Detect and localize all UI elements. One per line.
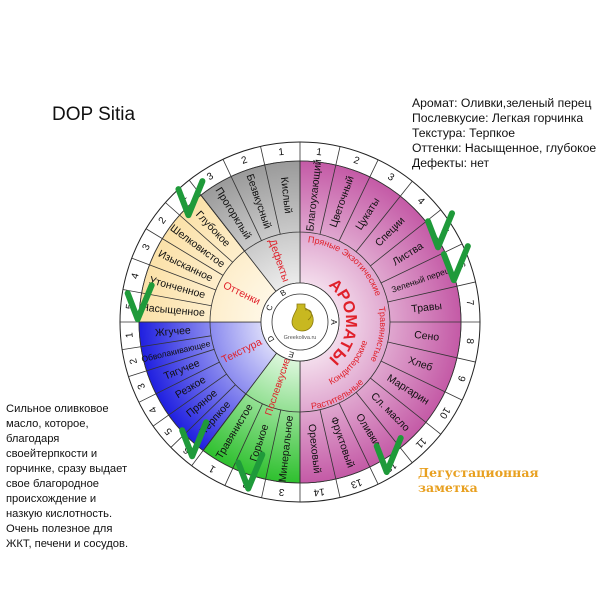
item-number: 8 (464, 338, 476, 345)
divider (338, 159, 379, 242)
note-shades: Оттенки: Насыщенное, глубокое (412, 141, 597, 155)
check-mark-icon (175, 178, 206, 219)
divider (145, 228, 224, 276)
wheel-item: Ореховый (306, 423, 323, 474)
item-number: 4 (130, 272, 142, 281)
check-mark-icon (425, 210, 456, 251)
section-aftertaste: Минеральное3Горькое2Травянистое1Послевку… (202, 352, 301, 502)
note-aftertaste: Послевкусие: Легкая горчинка (412, 111, 584, 125)
divider (122, 289, 212, 307)
divider (355, 392, 413, 463)
wheel-item: Травы (411, 300, 443, 315)
center-logo: A BC D E Greekoliva.ru (260, 282, 340, 362)
description: Сильное оливковое масло, которое, благод… (6, 403, 129, 550)
item-number: 2 (128, 357, 140, 365)
divider (261, 409, 282, 498)
divider (165, 202, 233, 263)
divider (128, 348, 215, 378)
divider (131, 257, 217, 291)
divider (380, 360, 463, 401)
wheel-item: Насыщенное (141, 302, 206, 320)
items-band (200, 160, 301, 252)
item-number: 3 (385, 171, 396, 184)
center-letter: A (329, 319, 338, 325)
note-aroma: Аромат: Оливки,зеленый перец (412, 96, 592, 110)
site-label: Greekoliva.ru (284, 335, 317, 341)
wheel-item: Кислый (278, 176, 294, 214)
wheel-item: Сено (414, 329, 440, 344)
check-mark-icon (179, 419, 210, 460)
item-number: 1 (124, 331, 135, 338)
item-number: 2 (352, 155, 361, 167)
divider (222, 159, 262, 241)
item-number: 3 (205, 171, 216, 184)
note-defects: Дефекты: нет (412, 156, 490, 170)
check-mark-icon (373, 435, 404, 476)
item-number: 2 (157, 215, 169, 226)
divider (260, 146, 281, 235)
divider (138, 361, 220, 403)
section-aroma: Благоухающий1Цветочный2Цукаты3Специи4Лис… (299, 142, 480, 498)
item-number: 14 (313, 485, 326, 497)
divider (380, 243, 463, 284)
divider (319, 146, 341, 235)
item-number: 9 (455, 374, 467, 383)
divider (152, 373, 227, 427)
check-mark-icon (124, 282, 155, 323)
item-number: 1 (278, 147, 285, 159)
product-title: DOP Sitia (52, 104, 136, 125)
center-letter: B (279, 288, 288, 298)
item-number: 3 (141, 242, 154, 252)
divider (191, 393, 247, 466)
item-number: 3 (278, 486, 285, 498)
item-number: 1 (316, 147, 323, 159)
divider (224, 403, 263, 486)
item-number: 7 (464, 300, 476, 307)
divider (122, 335, 212, 351)
item-number: 4 (147, 404, 160, 415)
divider (387, 281, 476, 303)
item-number: 1 (207, 462, 218, 475)
center-letter: C (264, 303, 275, 312)
item-number: 2 (240, 155, 249, 167)
divider (338, 402, 379, 485)
check-mark-icon (440, 243, 471, 284)
note-texture: Текстура: Терпкое (412, 126, 516, 140)
center-letter: E (288, 349, 295, 359)
jug-icon (291, 303, 314, 332)
item-number: 3 (136, 381, 148, 391)
tasting-note-caption: Дегустационная заметка (418, 465, 539, 495)
center-letter: D (266, 334, 277, 344)
wheel-item: Жгучее (155, 324, 192, 339)
check-mark-icon (235, 451, 266, 492)
divider (370, 377, 441, 435)
divider (387, 341, 476, 363)
divider (319, 409, 341, 498)
item-number: 13 (349, 476, 364, 490)
tasting-notes: Аромат: Оливки,зеленый перец Послевкусие… (412, 96, 596, 171)
divider (355, 181, 413, 252)
item-number: 5 (163, 425, 175, 437)
